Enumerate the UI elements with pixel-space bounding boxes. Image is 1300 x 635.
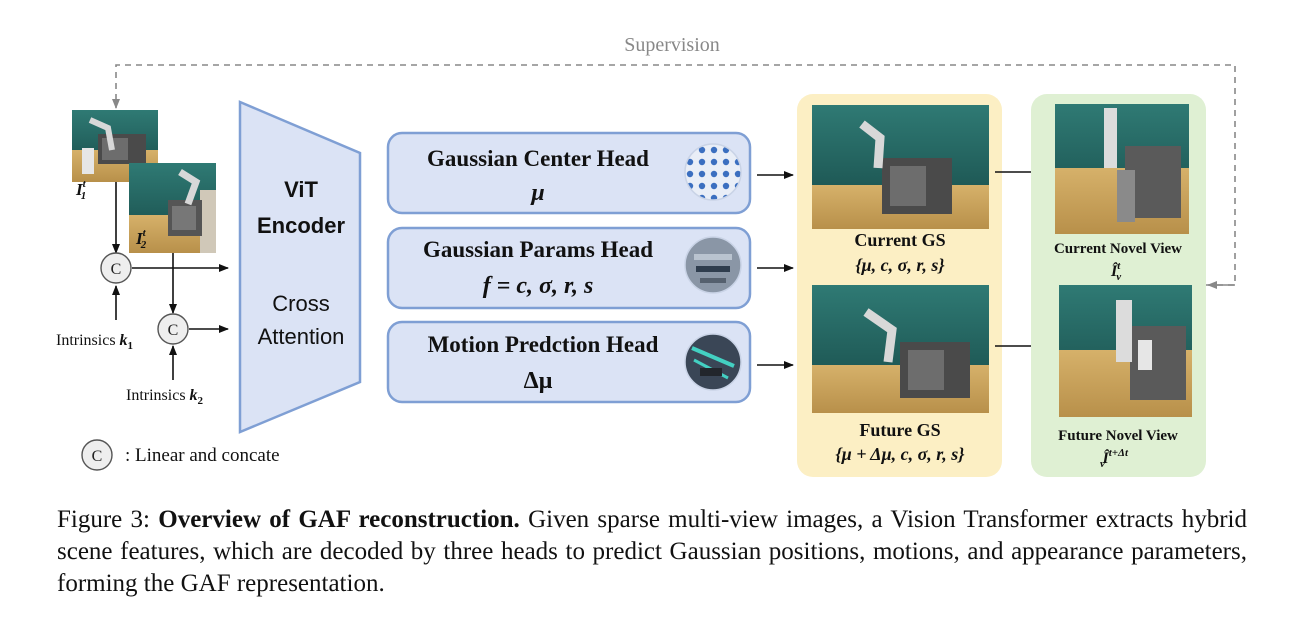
figure-caption: Figure 3: Overview of GAF reconstruction… [57, 504, 1247, 600]
supervision-loop [112, 64, 1236, 289]
svg-text:Motion Predction Head: Motion Predction Head [428, 332, 659, 357]
encoder-line2: Encoder [257, 213, 345, 238]
concat-legend-text: : Linear and concate [125, 445, 280, 466]
intrinsics-2-label: Intrinsics k2 [126, 387, 204, 407]
svg-text:C: C [168, 322, 179, 339]
concat-legend-icon: C [81, 439, 113, 471]
head-gaussian-center: Gaussian Center Head μ [386, 131, 752, 215]
encoder-line3: Cross [272, 291, 329, 316]
current-gs-title: Current GS [854, 230, 945, 250]
svg-text:C: C [111, 261, 122, 278]
input-connectors [112, 182, 229, 380]
input-image-2 [129, 163, 216, 253]
motion-thumb [684, 333, 742, 391]
future-gs-title: Future GS [859, 420, 940, 440]
caption-text: Given sparse multi-view images, a Vision… [57, 506, 1247, 597]
caption-bold: Overview of GAF reconstruction. [158, 506, 520, 533]
intrinsics-1-label: Intrinsics k1 [56, 332, 133, 352]
future-gs-render [812, 285, 989, 413]
svg-text:Gaussian Params Head: Gaussian Params Head [423, 237, 653, 262]
svg-text:f = c, σ, r, s: f = c, σ, r, s [483, 273, 594, 299]
current-novel-view-title: Current Novel View [1054, 241, 1182, 257]
head-motion-prediction: Motion Predction Head Δμ [386, 320, 752, 404]
vit-encoder-block [238, 100, 362, 434]
svg-text:Δμ: Δμ [524, 368, 553, 394]
current-novel-view-image [1055, 104, 1189, 234]
concat-node-2: C [157, 313, 189, 345]
future-novel-view-title: Future Novel View [1058, 428, 1178, 444]
head-gaussian-params: Gaussian Params Head f = c, σ, r, s [386, 226, 752, 310]
future-novel-view-image [1059, 285, 1192, 417]
current-gs-formula: {μ, c, σ, r, s} [855, 255, 945, 275]
svg-text:Gaussian Center Head: Gaussian Center Head [427, 146, 649, 171]
head-arrows [757, 171, 794, 369]
input-image-1 [72, 110, 158, 182]
supervision-label: Supervision [624, 34, 720, 56]
future-gs-formula: {μ + Δμ, c, σ, r, s} [835, 444, 965, 464]
gaussian-center-thumb [684, 143, 742, 201]
caption-prefix: Figure 3: [57, 506, 159, 533]
encoder-line1: ViT [284, 177, 318, 202]
concat-node-1: C [100, 252, 132, 284]
svg-text:C: C [92, 448, 103, 465]
svg-text:μ: μ [529, 180, 544, 206]
gaussian-params-thumb [684, 236, 742, 294]
encoder-line4: Attention [258, 324, 345, 349]
current-gs-render [812, 105, 989, 229]
